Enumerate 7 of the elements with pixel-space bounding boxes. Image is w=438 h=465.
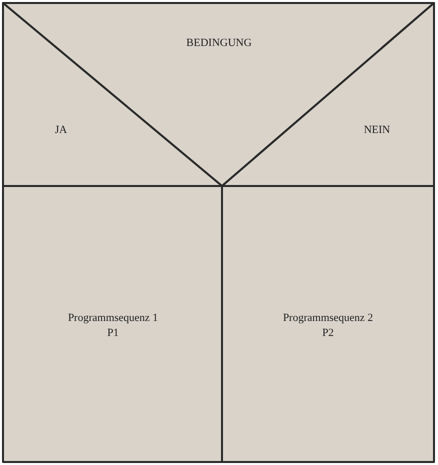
process-text: Programmsequenz 2 xyxy=(282,311,374,325)
process-text: Programmsequenz 1 xyxy=(68,311,158,325)
process-id: P2 xyxy=(322,326,334,340)
branch-label: NEIN xyxy=(364,123,390,137)
branch-label: JA xyxy=(54,123,68,137)
process-id: P1 xyxy=(107,326,119,340)
condition-text: BEDINGUNG xyxy=(186,36,252,50)
